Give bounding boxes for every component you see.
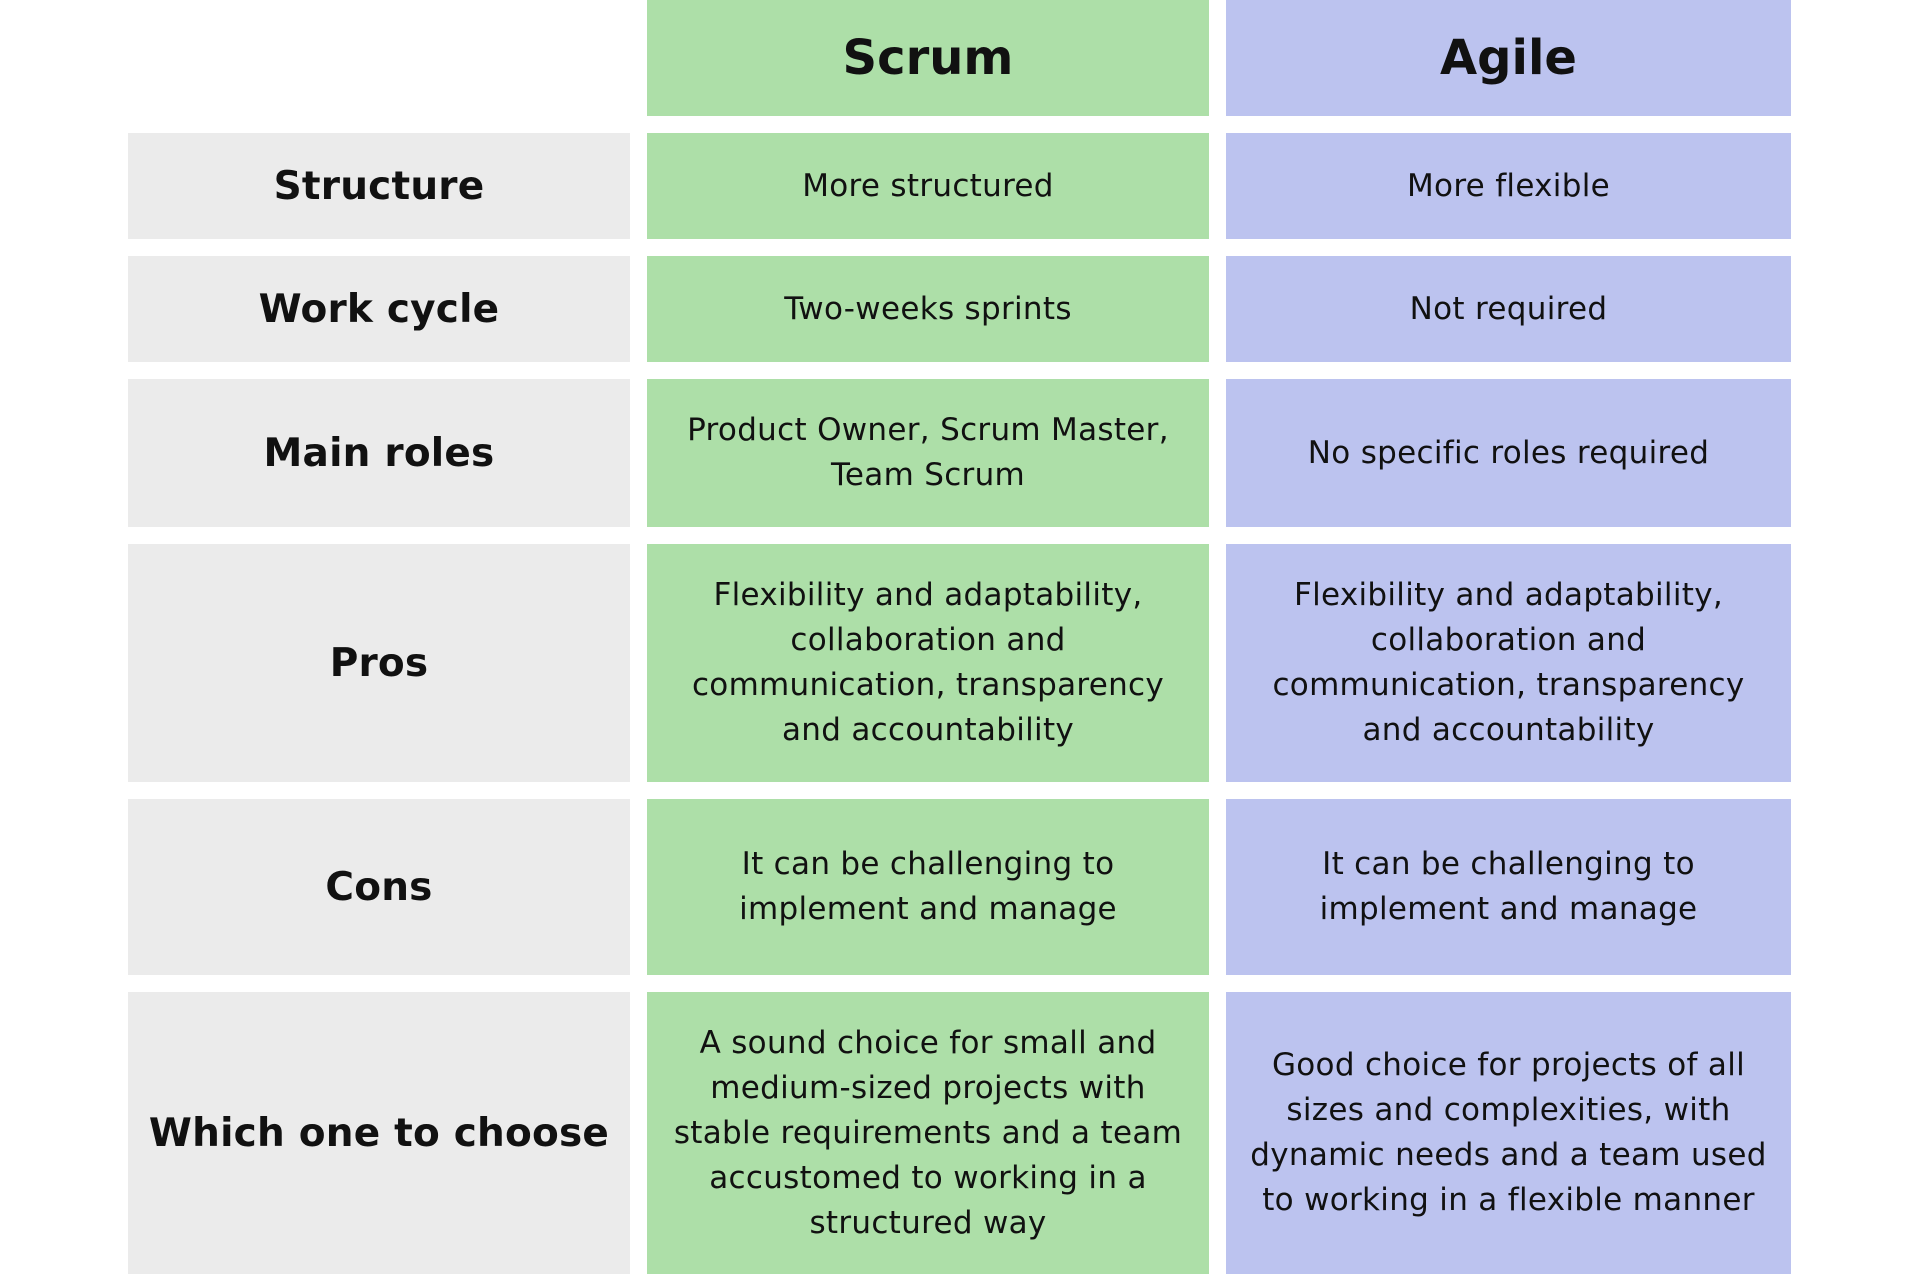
agile-work-cycle: Not required: [1226, 256, 1791, 362]
agile-main-roles: No specific roles required: [1226, 379, 1791, 527]
row-label-which-one: Which one to choose: [128, 992, 630, 1274]
agile-pros: Flexibility and adaptability, collaborat…: [1226, 544, 1791, 782]
scrum-pros: Flexibility and adaptability, collaborat…: [647, 544, 1209, 782]
header-scrum: Scrum: [647, 0, 1209, 116]
row-label-main-roles: Main roles: [128, 379, 630, 527]
scrum-structure: More structured: [647, 133, 1209, 239]
row-label-cons: Cons: [128, 799, 630, 975]
scrum-main-roles: Product Owner, Scrum Master, Team Scrum: [647, 379, 1209, 527]
agile-which-one: Good choice for projects of all sizes an…: [1226, 992, 1791, 1274]
scrum-cons: It can be challenging to implement and m…: [647, 799, 1209, 975]
agile-cons: It can be challenging to implement and m…: [1226, 799, 1791, 975]
header-corner: [128, 0, 630, 116]
comparison-table: Scrum Agile Structure More structured Mo…: [128, 0, 1791, 1274]
agile-structure: More flexible: [1226, 133, 1791, 239]
row-label-work-cycle: Work cycle: [128, 256, 630, 362]
row-label-structure: Structure: [128, 133, 630, 239]
header-agile: Agile: [1226, 0, 1791, 116]
scrum-work-cycle: Two-weeks sprints: [647, 256, 1209, 362]
scrum-which-one: A sound choice for small and medium-size…: [647, 992, 1209, 1274]
row-label-pros: Pros: [128, 544, 630, 782]
